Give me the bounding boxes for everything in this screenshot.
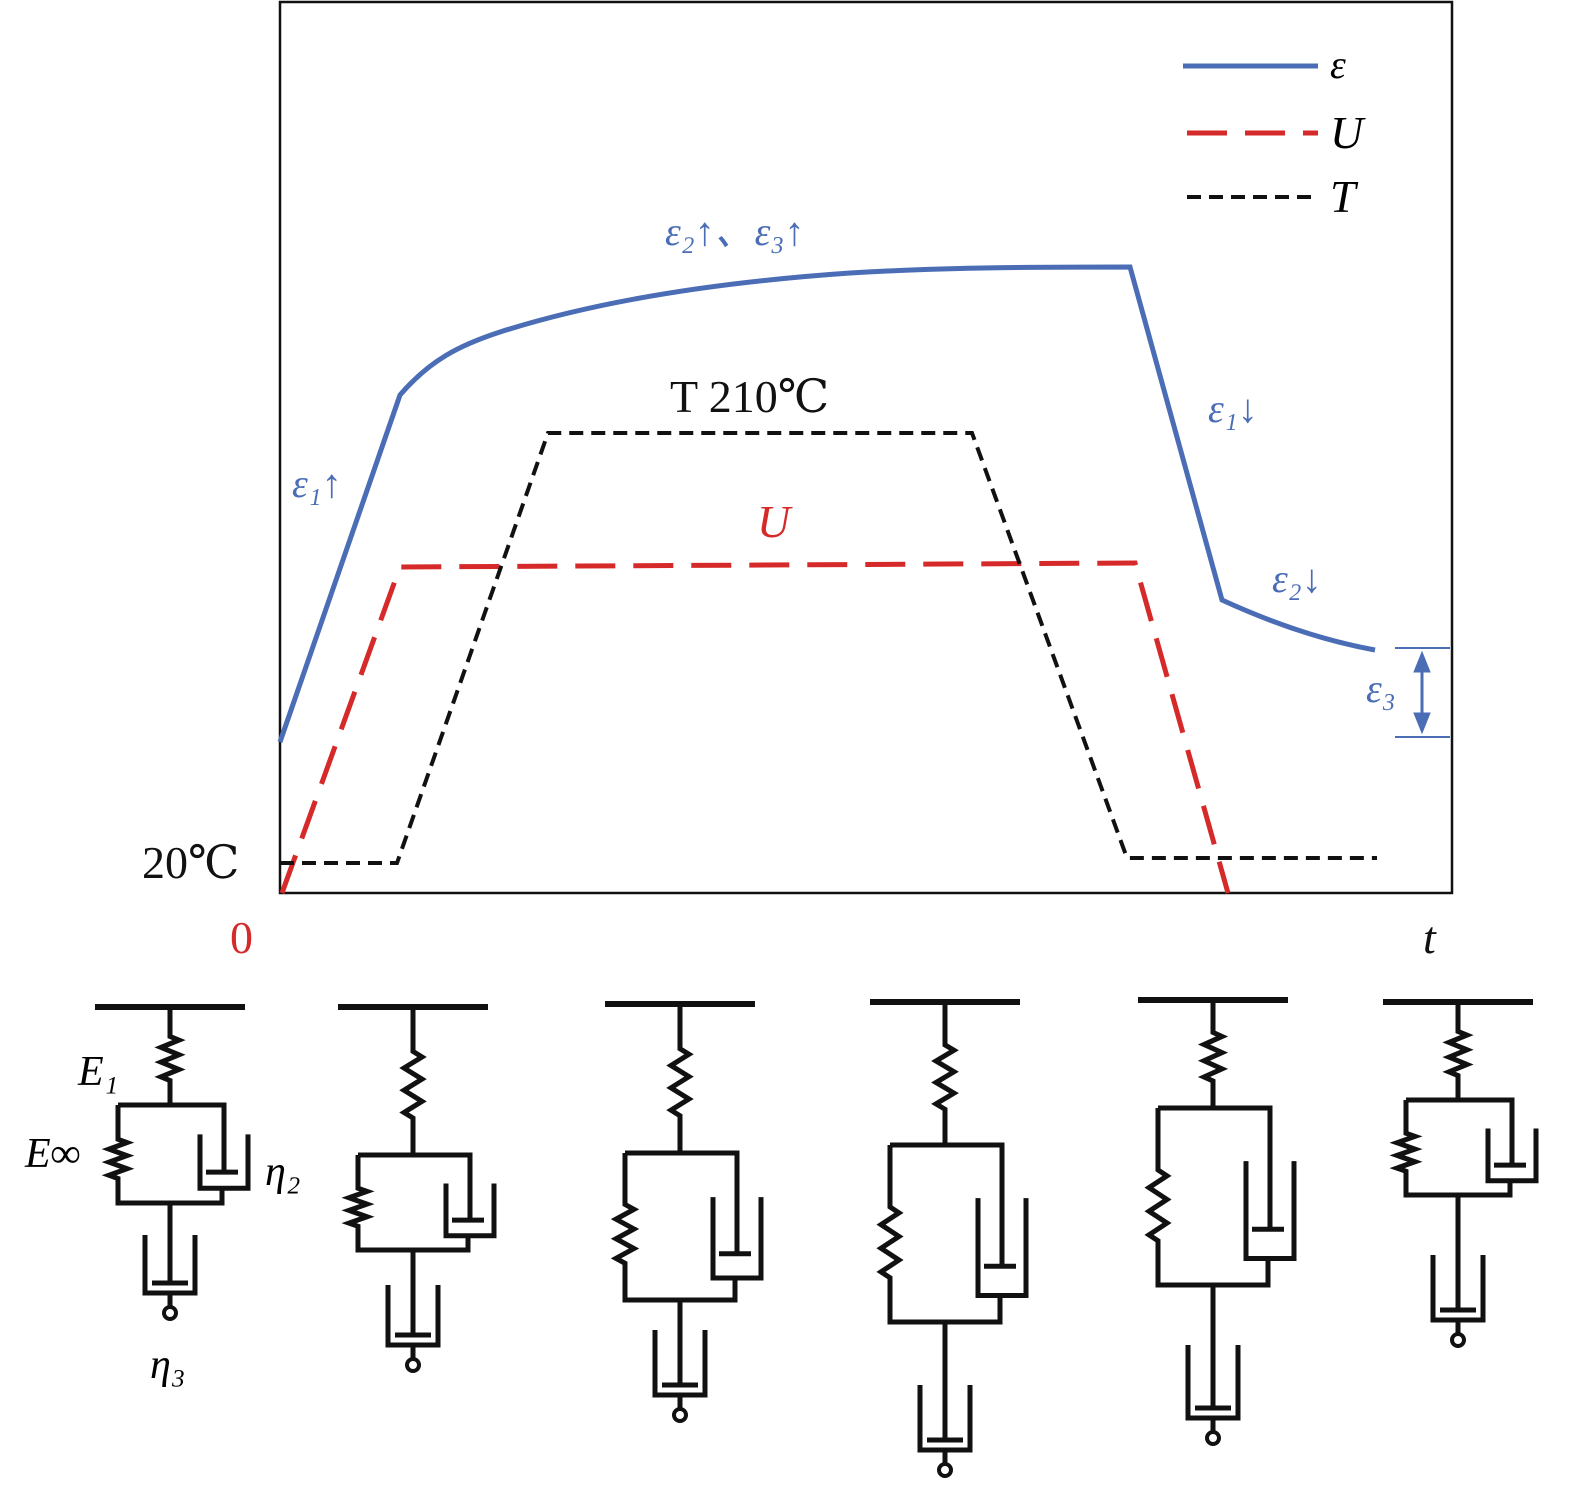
dashpot-eta2-3 bbox=[710, 1150, 764, 1281]
legend: ε U T bbox=[1183, 42, 1366, 222]
burgers-model-6 bbox=[1383, 999, 1539, 1348]
spring-Einf-1 bbox=[101, 1105, 225, 1206]
label-eps2-down: ε₂↓ bbox=[1272, 556, 1322, 601]
dashpot-eta3-3 bbox=[652, 1300, 708, 1408]
spring-E1-1 bbox=[154, 1007, 186, 1105]
origin-label: 0 bbox=[230, 912, 253, 963]
spring-E1-6 bbox=[1442, 1002, 1474, 1100]
label-eps1-up: ε₁↑ bbox=[292, 461, 342, 506]
spring-E1-4 bbox=[931, 1002, 959, 1145]
spring-Einf-3 bbox=[610, 1153, 738, 1303]
dashpot-eta2-4 bbox=[975, 1142, 1029, 1298]
label-Einf: E∞ bbox=[24, 1131, 81, 1177]
label-eta2: η₂ bbox=[265, 1149, 300, 1195]
dashpot-eta3-6 bbox=[1430, 1195, 1486, 1333]
label-eps23-up: ε₂↑、ε₃↑ bbox=[665, 209, 804, 254]
load-point-icon bbox=[1205, 1430, 1221, 1446]
dashpot-eta3-4 bbox=[917, 1322, 973, 1463]
mechanical-models bbox=[95, 997, 1539, 1478]
burgers-model-1 bbox=[95, 1004, 251, 1321]
strain-curve bbox=[277, 264, 1376, 743]
label-temp-base: 20℃ bbox=[142, 837, 239, 888]
label-eps1-down: ε₁↓ bbox=[1208, 386, 1258, 431]
load-point-icon bbox=[1450, 1332, 1466, 1348]
spring-E1-2 bbox=[399, 1007, 427, 1155]
dashpot-eta2-1 bbox=[197, 1102, 251, 1191]
load-point-icon bbox=[937, 1462, 953, 1478]
spring-Einf-4 bbox=[876, 1145, 1003, 1325]
label-voltage: U bbox=[757, 496, 793, 547]
plot-frame bbox=[278, 0, 1454, 895]
dashpot-eta2-2 bbox=[443, 1152, 497, 1239]
voltage-curve bbox=[279, 560, 1231, 894]
spring-Einf-6 bbox=[1389, 1100, 1513, 1198]
eps3-marker bbox=[1395, 647, 1450, 738]
legend-label-temperature: T bbox=[1330, 171, 1359, 222]
dashpot-eta3-1 bbox=[142, 1203, 198, 1306]
spring-E1-3 bbox=[666, 1004, 694, 1153]
spring-Einf-5 bbox=[1144, 1108, 1271, 1288]
label-E1: E₁ bbox=[77, 1049, 118, 1095]
dashpot-eta2-5 bbox=[1243, 1105, 1297, 1261]
dashpot-eta3-5 bbox=[1185, 1285, 1241, 1431]
burgers-model-4 bbox=[870, 999, 1029, 1478]
burgers-model-2 bbox=[338, 1004, 497, 1373]
spring-E1-5 bbox=[1197, 1000, 1229, 1108]
time-axis-label: t bbox=[1423, 912, 1437, 963]
dashpot-eta3-2 bbox=[385, 1250, 441, 1358]
label-eta3: η₃ bbox=[150, 1342, 185, 1388]
legend-label-strain: ε bbox=[1330, 42, 1346, 87]
label-temp-peak: T 210℃ bbox=[670, 371, 829, 422]
dashpot-eta2-6 bbox=[1485, 1097, 1539, 1184]
load-point-icon bbox=[405, 1357, 421, 1373]
legend-label-voltage: U bbox=[1330, 107, 1366, 158]
label-eps3: ε₃ bbox=[1366, 666, 1396, 711]
temperature-curve bbox=[280, 431, 1377, 865]
model-labels: E₁ E∞ η₂ η₃ bbox=[24, 1049, 300, 1388]
burgers-model-3 bbox=[605, 1001, 764, 1423]
burgers-model-5 bbox=[1138, 997, 1297, 1446]
load-point-icon bbox=[672, 1407, 688, 1423]
load-point-icon bbox=[162, 1305, 178, 1321]
spring-Einf-2 bbox=[341, 1155, 471, 1253]
